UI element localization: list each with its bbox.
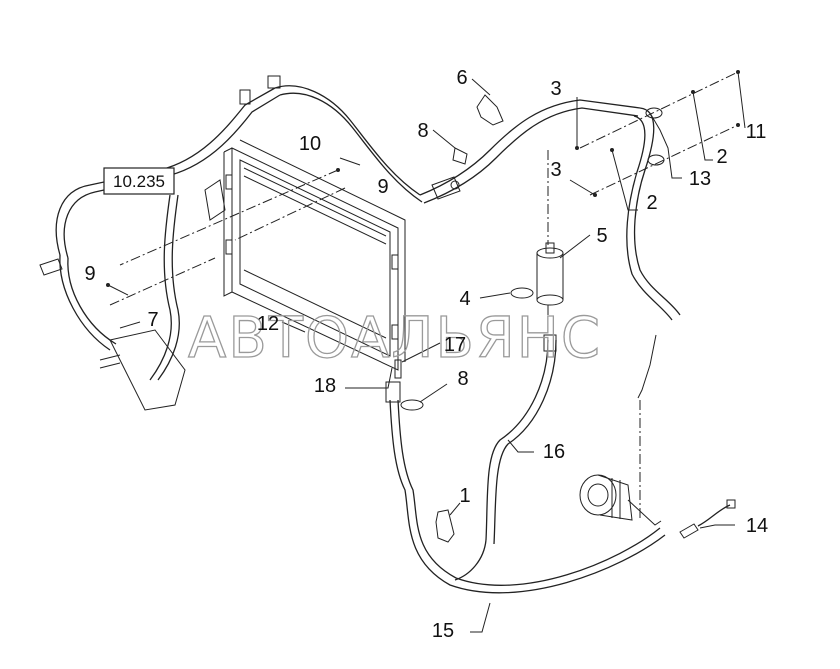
reference-box: 10.235 <box>103 167 175 195</box>
callout-11: 11 <box>746 121 767 143</box>
lower-hoses <box>385 334 666 594</box>
callout-18: 18 <box>314 375 336 397</box>
callout-7: 7 <box>147 309 158 331</box>
callout-5: 5 <box>596 225 607 247</box>
callout-9-lower: 9 <box>84 263 95 285</box>
left-hose-bundle <box>39 75 423 411</box>
callout-14: 14 <box>746 515 768 537</box>
callout-4: 4 <box>459 288 470 310</box>
upper-ac-hose <box>419 99 681 321</box>
callout-13: 13 <box>689 168 711 190</box>
leader-lines <box>107 71 746 633</box>
reference-box-label: 10.235 <box>113 172 165 191</box>
callout-12: 12 <box>257 313 279 335</box>
callout-16: 16 <box>543 441 565 463</box>
receiver-drier <box>536 242 564 306</box>
callout-8-upper: 8 <box>417 120 428 142</box>
clip-8-lower <box>400 399 424 411</box>
callout-2-right: 2 <box>716 146 727 168</box>
callout-9-upper: 9 <box>377 176 388 198</box>
bracket-6 <box>476 94 504 126</box>
o-ring-4 <box>510 287 534 299</box>
callout-1: 1 <box>459 485 470 507</box>
watermark-text: АВТОАЛЬЯНС <box>188 306 602 371</box>
callout-3-lower: 3 <box>550 159 561 181</box>
pressure-switch-cable <box>679 499 736 539</box>
fitting-18 <box>394 359 402 379</box>
condenser <box>223 139 406 371</box>
sensor-cable <box>637 334 657 399</box>
cap-13-upper <box>645 107 663 119</box>
callout-labels: 6 8 3 3 11 2 13 2 5 4 10 9 9 7 12 17 18 … <box>84 67 768 642</box>
compressor <box>579 474 662 526</box>
callout-8-lower: 8 <box>457 368 468 390</box>
callout-15: 15 <box>432 620 454 642</box>
fitting-1 <box>435 509 455 543</box>
callout-3-upper: 3 <box>550 78 561 100</box>
callout-6: 6 <box>456 67 467 89</box>
callout-17: 17 <box>444 334 466 356</box>
anchor-dots <box>106 70 740 287</box>
clip-8-upper <box>452 147 468 165</box>
assembly-dash-lines <box>109 71 739 520</box>
callout-10: 10 <box>299 133 321 155</box>
callout-2-left: 2 <box>646 192 657 214</box>
